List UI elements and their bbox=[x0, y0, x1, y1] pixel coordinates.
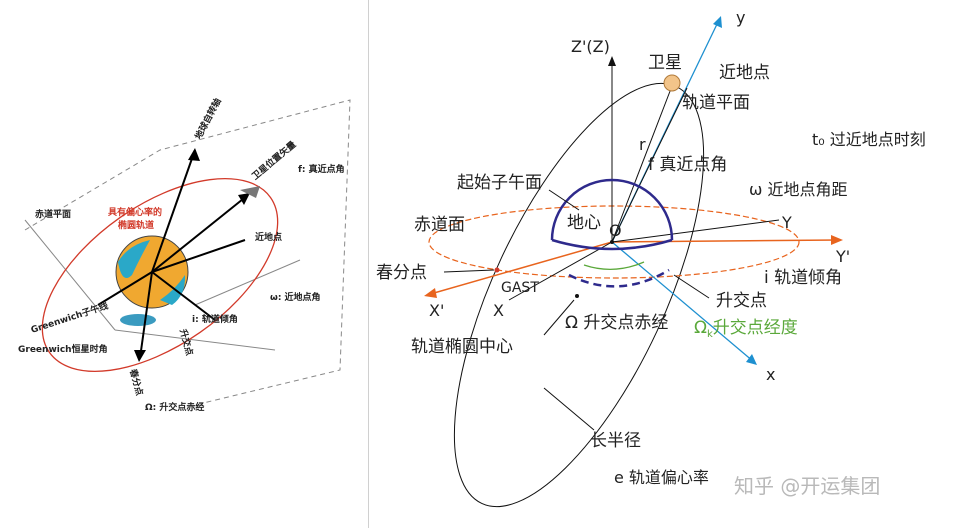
elliptical-orbit bbox=[41, 177, 279, 373]
label-X: X bbox=[493, 301, 504, 320]
label-vernal: 春分点 bbox=[376, 263, 427, 283]
y-axis-arrow bbox=[713, 16, 722, 28]
y-prime-axis bbox=[611, 239, 840, 243]
leader-asc bbox=[673, 274, 710, 299]
label-perigee: 近地点 bbox=[719, 63, 770, 83]
label-y-axis: y bbox=[736, 8, 745, 27]
meridian-base bbox=[551, 238, 673, 251]
label-r: r bbox=[639, 135, 646, 154]
earth-ocean bbox=[118, 240, 150, 279]
label-true-anomaly: f: 真近点角 bbox=[298, 163, 345, 175]
satellite bbox=[663, 74, 681, 92]
label-elliptical-orbit-2: 椭圆轨道 bbox=[118, 219, 154, 231]
label-arg-perigee: ω: 近地点角 bbox=[270, 291, 321, 303]
earth-axis-arrow bbox=[188, 148, 200, 161]
sat-vector-arrow bbox=[238, 193, 250, 205]
earth-axis bbox=[151, 149, 196, 273]
label-z-axis: Z'(Z) bbox=[571, 37, 610, 56]
label-satellite: 卫星 bbox=[648, 53, 682, 73]
equator-plane-edge-2 bbox=[114, 329, 276, 351]
label-start-meridian: 起始子午面 bbox=[457, 173, 542, 193]
label-greenwich-time: Greenwich恒星时角 bbox=[18, 343, 108, 355]
sat-position-vector bbox=[151, 194, 249, 273]
label-elliptical-orbit: 具有偏心率的 bbox=[107, 206, 162, 218]
label-eccentricity: e 轨道偏心率 bbox=[614, 468, 709, 487]
label-raan: Ω 升交点赤经 bbox=[565, 313, 668, 333]
z-axis-arrow bbox=[608, 56, 616, 66]
orbit-ellipse bbox=[453, 82, 705, 508]
earth-center-dot bbox=[610, 240, 614, 244]
radius-vector bbox=[611, 85, 673, 243]
x-axis bbox=[611, 241, 755, 363]
label-semi-major: 长半径 bbox=[590, 431, 641, 451]
vernal-vector bbox=[139, 271, 153, 359]
label-vernal: 春分点 bbox=[127, 367, 146, 397]
equator-ellipse bbox=[428, 205, 800, 279]
leader-vernal bbox=[443, 269, 495, 273]
perigee-line bbox=[611, 87, 688, 243]
x-prime-axis bbox=[426, 241, 613, 296]
raan-dash-arc bbox=[568, 268, 670, 288]
label-equator-plane: 赤道平面 bbox=[35, 208, 71, 220]
label-orbit-plane: 轨道平面 bbox=[682, 93, 750, 113]
equator-plane-edge bbox=[24, 219, 116, 331]
satellite-marker bbox=[240, 186, 260, 198]
label-omega-k: Ωk升交点经度 bbox=[694, 318, 798, 340]
label-asc-node: 升交点 bbox=[716, 291, 767, 311]
green-arc bbox=[583, 261, 645, 270]
y-prime-arrow bbox=[831, 235, 843, 245]
label-x-axis: x bbox=[766, 365, 775, 384]
label-Y-prime: Y' bbox=[835, 247, 850, 266]
left-diagram-panel: 赤道平面 具有偏心率的 椭圆轨道 地球自转轴 卫星位置矢量 f: 真近点角 近地… bbox=[0, 0, 369, 528]
watermark: 知乎 @开运集团 bbox=[734, 474, 880, 498]
label-ellipse-center: 轨道椭圆中心 bbox=[411, 337, 513, 357]
perigee-vector bbox=[151, 239, 246, 273]
label-greenwich-meridian: Greenwich子午线 bbox=[29, 300, 109, 336]
label-t0: t₀ 过近地点时刻 bbox=[812, 130, 926, 149]
vernal-dot bbox=[494, 267, 500, 273]
label-inclination: i: 轨道倾角 bbox=[192, 313, 238, 325]
leader-semimajor bbox=[543, 387, 595, 431]
X-axis-black bbox=[508, 241, 613, 301]
label-inclination: i 轨道倾角 bbox=[764, 268, 842, 288]
label-raan: Ω: 升交点赤经 bbox=[145, 401, 204, 413]
label-origin: O bbox=[609, 221, 622, 240]
label-Y: Y bbox=[781, 213, 792, 232]
Y-axis-black bbox=[611, 219, 780, 243]
leader-center bbox=[543, 299, 575, 336]
label-earth-center: 地心 bbox=[567, 213, 601, 233]
x-axis-arrow bbox=[746, 354, 757, 365]
label-gast: GAST bbox=[501, 280, 539, 296]
start-meridian-arc bbox=[550, 178, 674, 241]
leader-meridian bbox=[548, 189, 580, 211]
right-diagram-panel: Z'(Z) y 卫星 近地点 轨道平面 t₀ 过近地点时刻 r f 真近点角 起… bbox=[369, 0, 971, 528]
earth-ocean-2 bbox=[160, 275, 186, 305]
label-X-prime: X' bbox=[429, 301, 444, 320]
earth-shadow bbox=[120, 314, 156, 326]
x-prime-arrow bbox=[424, 288, 437, 298]
label-arg-perigee: ω 近地点角距 bbox=[749, 180, 848, 199]
right-orbit-diagram: Z'(Z) y 卫星 近地点 轨道平面 t₀ 过近地点时刻 r f 真近点角 起… bbox=[376, 8, 926, 508]
left-orbit-diagram: 赤道平面 具有偏心率的 椭圆轨道 地球自转轴 卫星位置矢量 f: 真近点角 近地… bbox=[18, 96, 351, 413]
equator-plane-edge-3 bbox=[194, 259, 301, 306]
vernal-arrow bbox=[134, 350, 146, 362]
label-sat-vector: 卫星位置矢量 bbox=[249, 138, 298, 182]
greenwich-vector bbox=[97, 271, 153, 306]
label-perigee: 近地点 bbox=[255, 231, 282, 243]
label-equator-plane: 赤道面 bbox=[414, 215, 465, 235]
label-true-anomaly: f 真近点角 bbox=[648, 155, 727, 175]
node-vector bbox=[151, 271, 216, 321]
ellipse-center-dot bbox=[575, 294, 579, 298]
label-asc-node: 升交点 bbox=[177, 328, 196, 357]
orbit-plane-outline bbox=[24, 99, 351, 406]
